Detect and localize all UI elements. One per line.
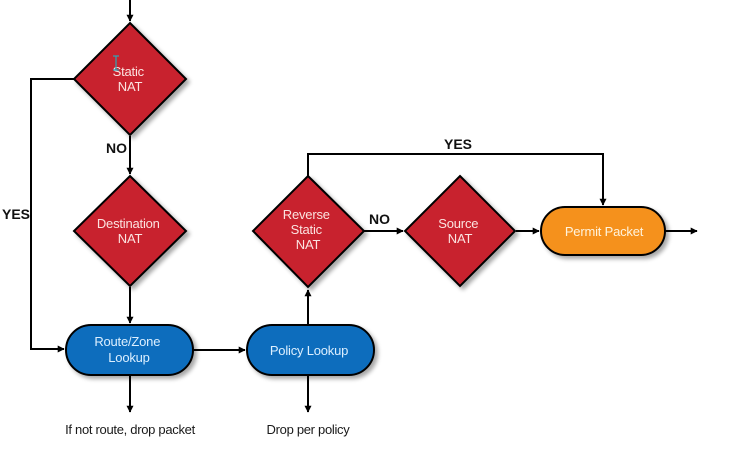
terminal-permit-packet: [540, 206, 666, 256]
caption-policy-drop: Drop per policy: [267, 422, 351, 437]
reverse-static-nat-label: Reverse Static NAT: [283, 207, 333, 252]
decision-source-nat: [403, 174, 517, 288]
process-policy-lookup: [246, 324, 375, 376]
route-zone-lookup-label-line-1: Route/Zone: [94, 334, 160, 349]
destination-nat-label-line-2: NAT: [118, 231, 143, 246]
destination-nat-label-line-1: Destination: [97, 216, 160, 231]
edge-static-nat-yes-to-route-zone: [30, 78, 74, 353]
source-nat-diamond: [403, 174, 517, 288]
decision-reverse-static-nat: [251, 174, 366, 289]
reverse-static-nat-label-line-2: Static: [291, 222, 323, 237]
label-static-no: NO: [106, 140, 127, 156]
source-nat-label-line-2: NAT: [448, 231, 473, 246]
edge-reverse-static-yes-to-permit: [307, 153, 607, 206]
destination-nat-diamond: [72, 174, 188, 288]
source-nat-label-line-1: Source: [438, 216, 478, 231]
route-zone-lookup-label-line-2: Lookup: [108, 350, 149, 365]
process-route-zone-lookup: [65, 324, 194, 376]
destination-nat-label: Destination NAT: [97, 216, 163, 246]
route-zone-lookup-pill: [65, 324, 194, 376]
label-reverse-no: NO: [369, 211, 390, 227]
label-static-yes: YES: [2, 206, 30, 222]
decision-static-nat: [72, 21, 188, 137]
permit-packet-label: Permit Packet: [565, 224, 644, 239]
static-nat-diamond: [72, 21, 188, 137]
label-reverse-yes: YES: [444, 136, 472, 152]
static-nat-label-line-2: NAT: [118, 79, 143, 94]
policy-lookup-pill: [246, 324, 375, 376]
decision-destination-nat: [72, 174, 188, 288]
caption-route-drop: If not route, drop packet: [65, 422, 195, 437]
permit-packet-pill: [540, 206, 666, 256]
reverse-static-nat-label-line-3: NAT: [296, 237, 321, 252]
route-zone-lookup-label: Route/Zone Lookup: [94, 334, 163, 365]
policy-lookup-label: Policy Lookup: [270, 343, 348, 358]
reverse-static-nat-diamond: [251, 174, 366, 289]
source-nat-label: Source NAT: [438, 216, 481, 246]
static-nat-label: Static NAT: [113, 64, 148, 94]
text-ibeam-cursor-icon: [113, 55, 119, 71]
connectors: [30, 0, 698, 413]
static-nat-label-line-1: Static: [113, 64, 145, 79]
reverse-static-nat-label-line-1: Reverse: [283, 207, 330, 222]
